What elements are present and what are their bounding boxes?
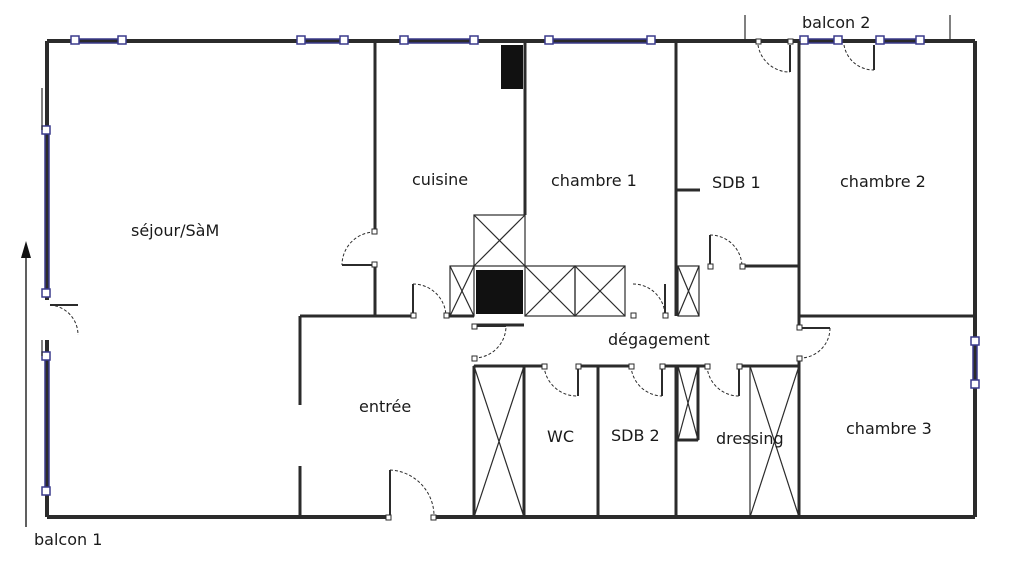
ducts <box>476 45 523 314</box>
door-hinges <box>371 38 803 521</box>
room-label-degagement: dégagement <box>608 330 710 349</box>
room-label-cuisine: cuisine <box>412 170 468 189</box>
room-label-sdb-1: SDB 1 <box>712 173 761 192</box>
balcony-markers <box>41 15 951 356</box>
room-label-dressing: dressing <box>716 429 784 448</box>
built-in-storage <box>449 214 800 518</box>
room-label-sejour: séjour/SàM <box>131 221 219 240</box>
north-arrow <box>21 241 31 527</box>
room-label-chambre-3: chambre 3 <box>846 419 932 438</box>
balcony-label-2: balcon 2 <box>802 13 870 32</box>
room-label-sdb-2: SDB 2 <box>611 426 660 445</box>
windows <box>41 35 980 496</box>
balcony-label-1: balcon 1 <box>34 530 102 549</box>
room-label-wc: WC <box>547 427 574 446</box>
room-label-chambre-2: chambre 2 <box>840 172 926 191</box>
door-leaves <box>50 45 875 517</box>
interior-walls <box>298 41 975 517</box>
room-label-entree: entrée <box>359 397 411 416</box>
doors <box>49 44 875 516</box>
room-label-chambre-1: chambre 1 <box>551 171 637 190</box>
